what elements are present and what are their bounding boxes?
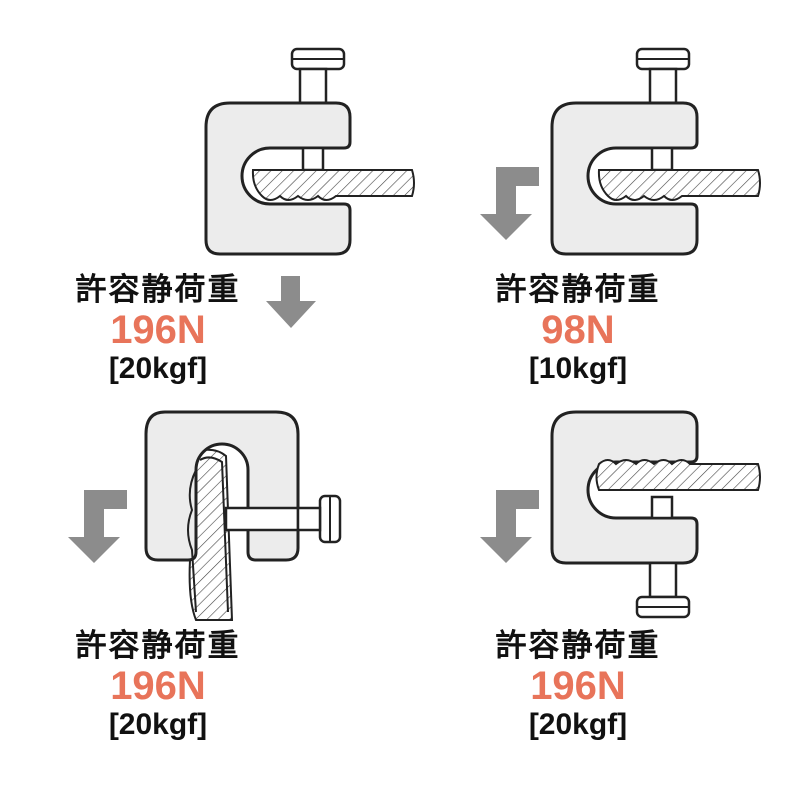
screw-tip (301, 146, 325, 172)
clamp-bottom-right (480, 410, 761, 619)
load-kgf: [10kgf] (528, 352, 628, 385)
steel-plate (597, 169, 761, 201)
screw-tip (650, 146, 674, 172)
screw-head (635, 595, 691, 619)
down-arrow-bent-icon (480, 167, 539, 240)
panel-label-top-left: 許容静荷重 196N [20kgf] (38, 272, 278, 386)
caption: 許容静荷重 (75, 628, 241, 664)
screw-tip (650, 495, 674, 520)
caption: 許容静荷重 (75, 272, 241, 308)
load-kgf: [20kgf] (108, 708, 208, 741)
load-value: 196N (110, 308, 206, 352)
clamp-body (204, 101, 352, 256)
clamp-top-right (480, 47, 761, 256)
down-arrow-icon (266, 276, 316, 328)
load-value: 196N (110, 664, 206, 708)
clamp-bottom-left (68, 410, 342, 621)
steel-plate (251, 169, 415, 201)
load-kgf: [20kgf] (108, 352, 208, 385)
steel-plate (595, 459, 761, 491)
caption: 許容静荷重 (495, 272, 661, 308)
caption: 許容静荷重 (495, 628, 661, 664)
screw-head (635, 47, 691, 71)
down-arrow-bent-icon (480, 490, 539, 563)
panel-label-top-right: 許容静荷重 98N [10kgf] (458, 272, 698, 386)
panel-label-bottom-left: 許容静荷重 196N [20kgf] (38, 628, 278, 742)
down-arrow-bent-icon (68, 490, 127, 563)
load-value: 196N (530, 664, 626, 708)
screw-head (290, 47, 346, 71)
clamp-body (550, 410, 699, 565)
screw-shank (648, 67, 678, 105)
load-kgf: [20kgf] (528, 708, 628, 741)
screw-head (318, 494, 342, 544)
clamp-top-left (204, 47, 415, 328)
clamp-body (550, 101, 699, 256)
screw-shank (298, 67, 328, 105)
panel-label-bottom-right: 許容静荷重 196N [20kgf] (458, 628, 698, 742)
screw-shank (224, 506, 300, 532)
load-value: 98N (541, 308, 615, 352)
screw-shank (648, 561, 678, 599)
